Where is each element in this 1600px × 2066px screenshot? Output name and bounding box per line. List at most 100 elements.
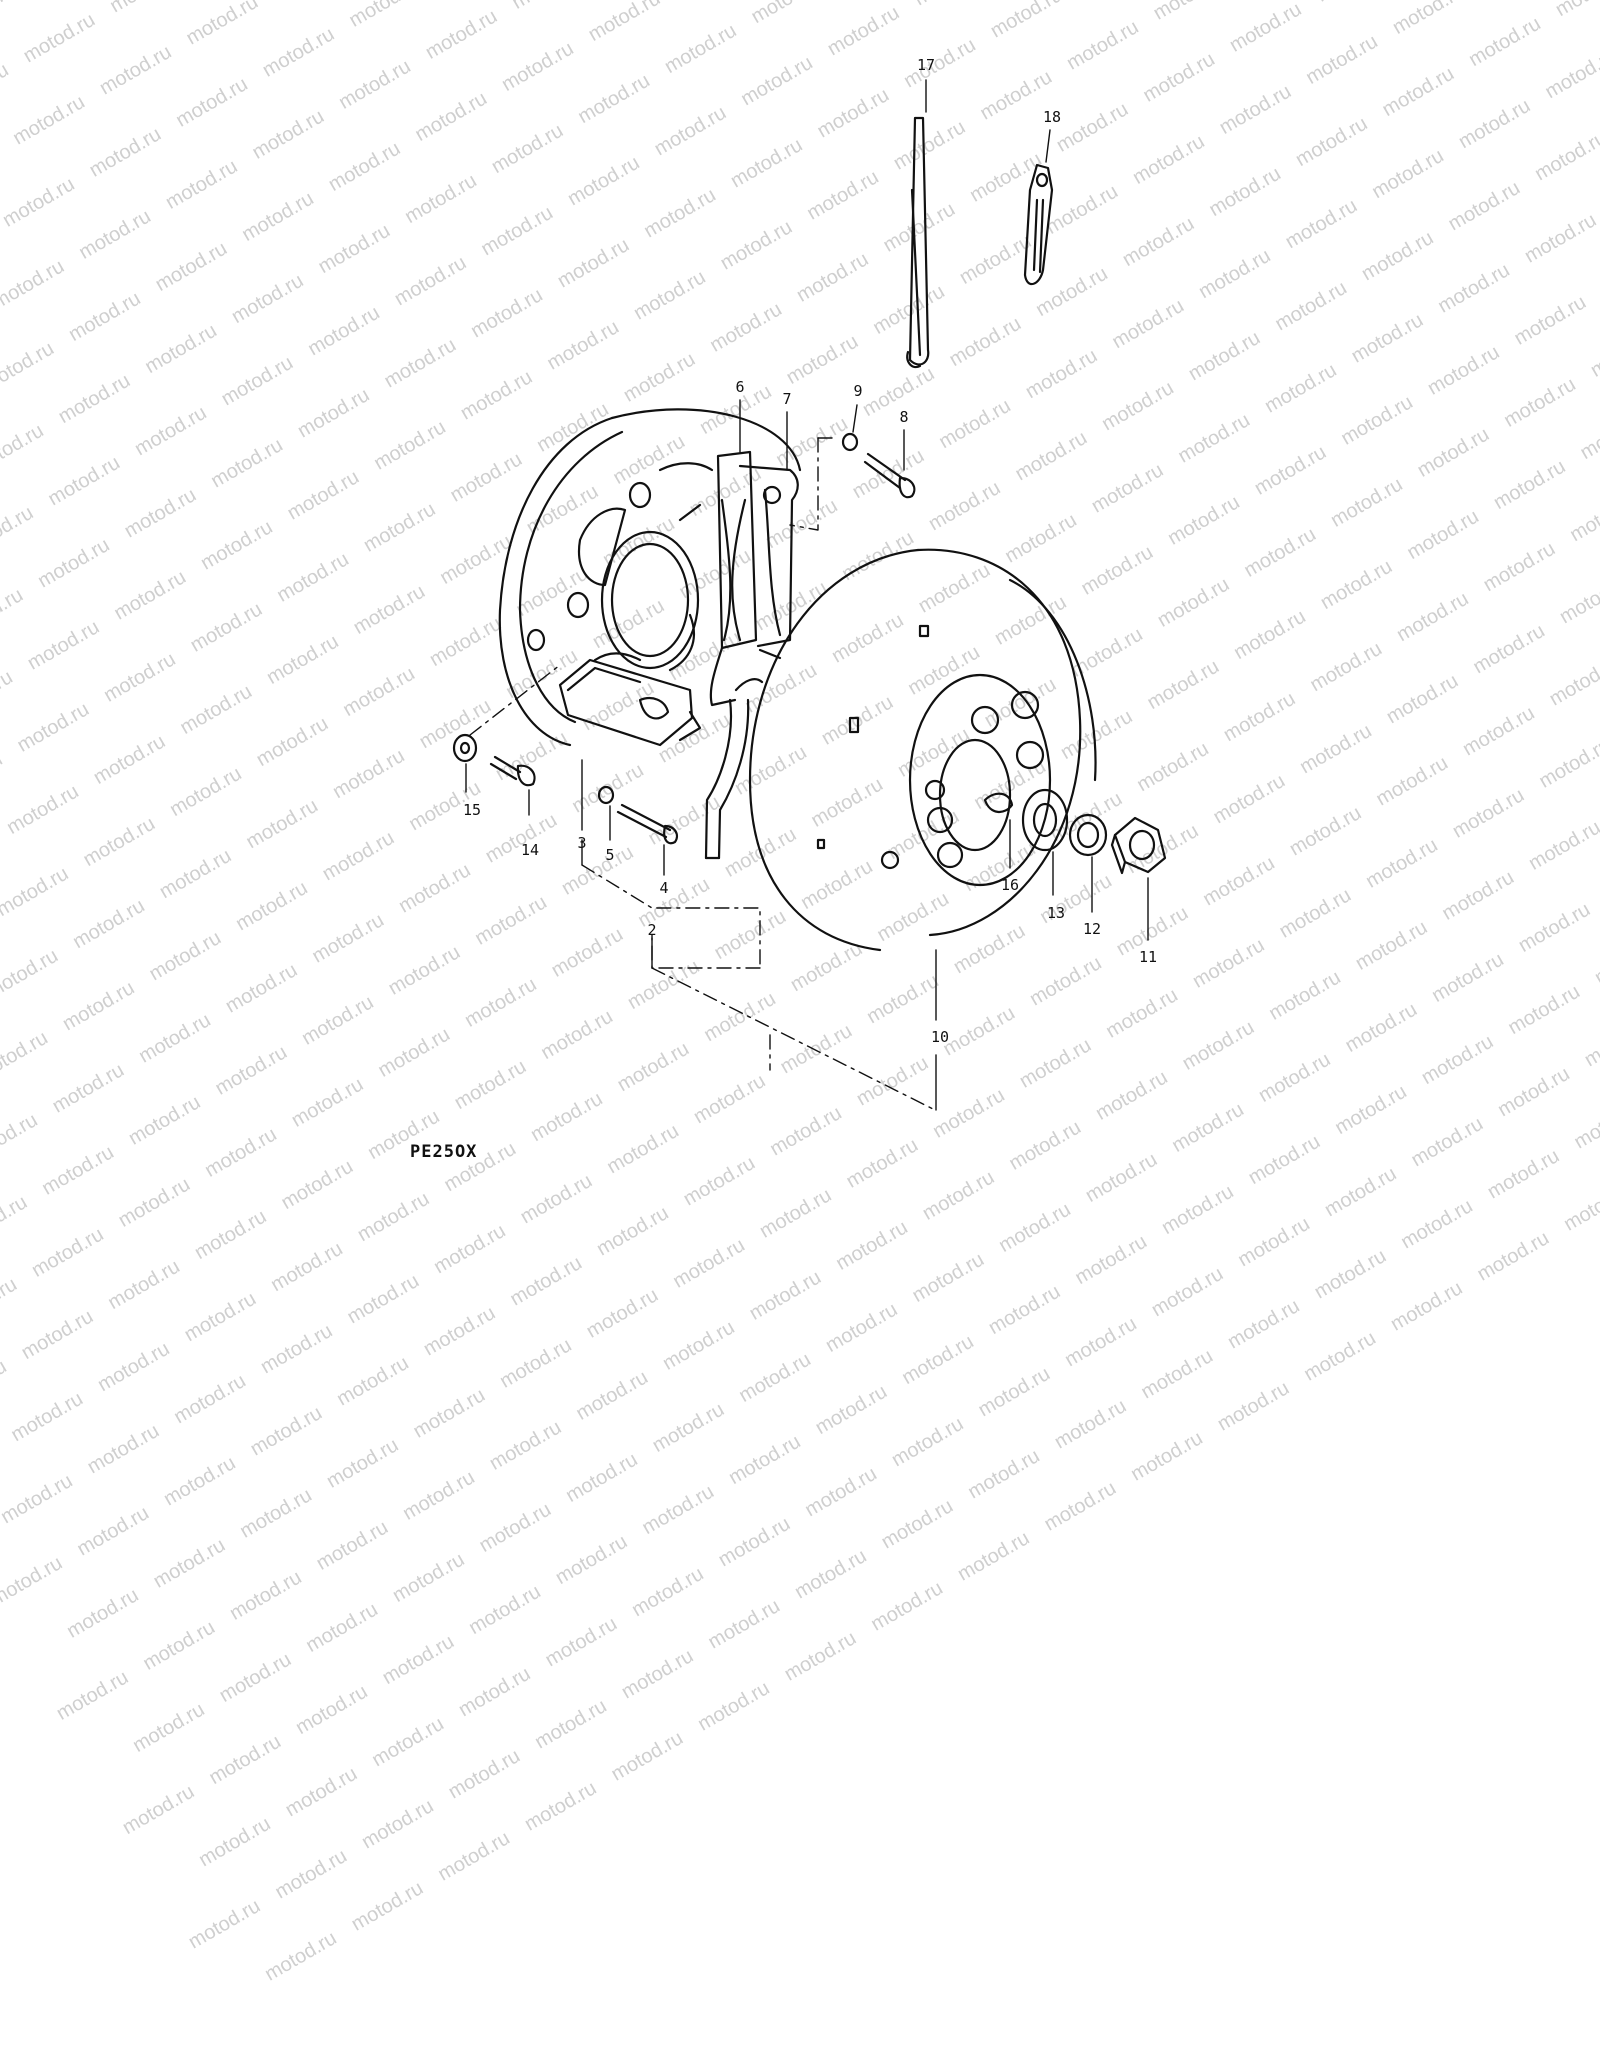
watermark-text: motod.ru: [191, 1206, 271, 1265]
callout-13: 13: [1047, 904, 1065, 922]
watermark-text: motod.ru: [704, 1595, 784, 1654]
watermark-text: motod.ru: [333, 1352, 413, 1411]
watermark-text: motod.ru: [267, 1238, 347, 1297]
watermark-text: motod.ru: [1300, 1327, 1380, 1386]
watermark-text: motod.ru: [247, 1402, 327, 1461]
watermark-text: motod.ru: [985, 1281, 1065, 1340]
watermark-text: motod.ru: [389, 1548, 469, 1607]
rotor-nut: [1112, 818, 1165, 873]
watermark-text: motod.ru: [0, 1438, 1, 1497]
watermark-text: motod.ru: [1061, 1313, 1141, 1372]
watermark-text: motod.ru: [618, 1645, 698, 1704]
watermark-text: motod.ru: [735, 1348, 815, 1407]
watermark-text: motod.ru: [475, 1498, 555, 1557]
watermark-text: motod.ru: [995, 1198, 1075, 1257]
watermark-text: motod.ru: [1474, 1227, 1554, 1286]
watermark-text: motod.ru: [746, 1266, 826, 1325]
watermark-text: motod.ru: [649, 1398, 729, 1457]
callout-5: 5: [605, 846, 614, 864]
watermark-text: motod.ru: [368, 1713, 448, 1772]
watermark-text: motod.ru: [73, 1502, 153, 1561]
watermark-text: motod.ru: [226, 1566, 306, 1625]
callout-7: 7: [782, 390, 791, 408]
watermark-text: motod.ru: [562, 1448, 642, 1507]
watermark-text: motod.ru: [867, 1577, 947, 1636]
callout-17: 17: [917, 56, 935, 74]
watermark-text: motod.ru: [781, 1627, 861, 1686]
watermark-text: motod.ru: [445, 1745, 525, 1804]
watermark-text: motod.ru: [181, 1288, 261, 1347]
watermark-text: motod.ru: [607, 1727, 687, 1786]
watermark-text: motod.ru: [455, 1663, 535, 1722]
callout-11: 11: [1139, 948, 1157, 966]
wire-lead-edge: [719, 700, 748, 858]
watermark-text: motod.ru: [409, 1384, 489, 1443]
watermark-text: motod.ru: [572, 1366, 652, 1425]
watermark-text: motod.ru: [1148, 1263, 1228, 1322]
watermark-text: motod.ru: [323, 1434, 403, 1493]
callout-9: 9: [853, 382, 862, 400]
watermark-text: motod.ru: [94, 1338, 174, 1397]
watermark-text: motod.ru: [185, 1895, 265, 1954]
watermark-text: motod.ru: [302, 1598, 382, 1657]
watermark-text: motod.ru: [628, 1563, 708, 1622]
watermark-text: motod.ru: [0, 1470, 77, 1529]
lock-washer: [1070, 815, 1106, 855]
watermark-text: motod.ru: [379, 1631, 459, 1690]
watermark-text: motod.ru: [160, 1452, 240, 1511]
watermark-text: motod.ru: [878, 1495, 958, 1554]
watermark-text: motod.ru: [257, 1320, 337, 1379]
watermark-text: motod.ru: [1051, 1395, 1131, 1454]
watermark-text: motod.ru: [638, 1481, 718, 1540]
callout-6: 6: [735, 378, 744, 396]
callout-8: 8: [899, 408, 908, 426]
watermark-text: motod.ru: [28, 1223, 108, 1282]
watermark-text: motod.ru: [1040, 1477, 1120, 1536]
callout-2: 2: [647, 921, 656, 939]
watermark-text: motod.ru: [282, 1763, 362, 1822]
watermark-text: motod.ru: [801, 1463, 881, 1522]
watermark-text: motod.ru: [399, 1466, 479, 1525]
coil-screw: [865, 454, 914, 497]
watermark-text: motod.ru: [0, 1552, 67, 1611]
watermark-text: motod.ru: [715, 1513, 795, 1572]
pulser-coil: [560, 660, 700, 745]
watermark-text: motod.ru: [348, 1877, 428, 1936]
watermark-text: motod.ru: [593, 1202, 673, 1261]
watermark-text: motod.ru: [1387, 1277, 1467, 1336]
callouts: 17 18 6 7 9 8 11 12 13 16 15 14 3 5 4 2 …: [463, 56, 1157, 1046]
coil-washer: [843, 434, 857, 450]
watermark-text: motod.ru: [954, 1527, 1034, 1586]
stator-washer: [454, 735, 476, 761]
watermark-text: motod.ru: [496, 1334, 576, 1393]
callout-12: 12: [1083, 920, 1101, 938]
watermark-text: motod.ru: [18, 1306, 98, 1365]
watermark-text: motod.ru: [832, 1216, 912, 1275]
watermark-text: motod.ru: [119, 1781, 199, 1840]
watermark-text: motod.ru: [465, 1581, 545, 1640]
watermark-text: motod.ru: [669, 1234, 749, 1293]
leader-lines: [466, 80, 1148, 1110]
watermark-text: motod.ru: [888, 1413, 968, 1472]
callout-10: 10: [931, 1028, 949, 1046]
watermark-text: motod.ru: [343, 1270, 423, 1329]
watermark-text: motod.ru: [430, 1220, 510, 1279]
callout-3: 3: [577, 834, 586, 852]
watermark-text: motod.ru: [812, 1381, 892, 1440]
watermark-text: motod.ru: [53, 1666, 133, 1725]
watermark-text: motod.ru: [1214, 1377, 1294, 1436]
watermark-text: motod.ru: [0, 1191, 32, 1250]
watermark-text: motod.ru: [1397, 1195, 1477, 1254]
watermark-text: motod.ru: [420, 1302, 500, 1361]
watermark-text: motod.ru: [541, 1613, 621, 1672]
watermark-text: motod.ru: [216, 1648, 296, 1707]
watermark-text: motod.ru: [521, 1777, 601, 1836]
rotor-puller: [907, 118, 928, 367]
flywheel-rotor: [750, 550, 1096, 950]
watermark-text: motod.ru: [170, 1370, 250, 1429]
watermark-text: motod.ru: [236, 1484, 316, 1543]
watermark-text: motod.ru: [486, 1416, 566, 1475]
watermark-text: motod.ru: [434, 1827, 514, 1886]
watermark-text: motod.ru: [898, 1331, 978, 1390]
